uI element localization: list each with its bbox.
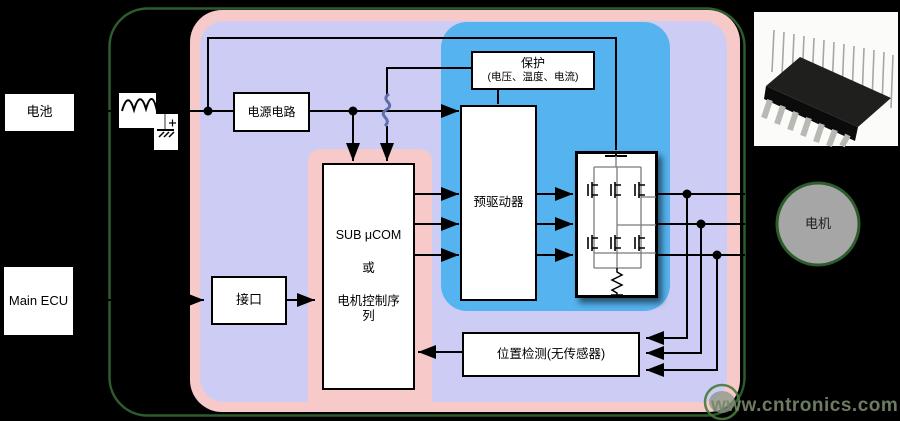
power-circuit-label: 电源电路 <box>247 104 296 119</box>
power-circuit-block: 电源电路 <box>233 92 310 132</box>
motor-circle <box>775 181 861 267</box>
motor-label: 电机 <box>804 216 831 231</box>
sub-ucom-block: SUB μCOM 或 电机控制序列 <box>322 163 415 390</box>
interface-block: 接口 <box>211 276 287 325</box>
protection-label-line2: (电压、温度、电流) <box>487 71 579 84</box>
pre-driver-label: 预驱动器 <box>473 195 524 210</box>
battery-label: 电池 <box>26 104 53 120</box>
power-module-photo <box>754 12 898 148</box>
system-boundary-outline <box>108 7 746 417</box>
position-detect-label: 位置检测(无传感器) <box>496 346 606 361</box>
protection-label-line1: 保护 <box>520 56 545 71</box>
watermark-url: www.cntronics.com <box>711 395 899 416</box>
mosfet-bridge-block <box>575 151 658 298</box>
sub-ucom-label-line3: 电机控制序列 <box>337 293 400 324</box>
main-ecu-block: Main ECU <box>2 265 75 337</box>
sub-ucom-label-line2: 或 <box>362 260 375 275</box>
interface-label: 接口 <box>235 292 262 308</box>
sub-ucom-label-line1: SUB μCOM <box>335 228 402 243</box>
main-ecu-label: Main ECU <box>8 292 69 308</box>
protection-block: 保护 (电压、温度、电流) <box>471 51 595 90</box>
cntronics-logo-icon <box>703 383 741 421</box>
pre-driver-block: 预驱动器 <box>460 105 537 301</box>
battery-block: 电池 <box>3 92 76 133</box>
position-detect-block: 位置检测(无传感器) <box>462 332 640 377</box>
